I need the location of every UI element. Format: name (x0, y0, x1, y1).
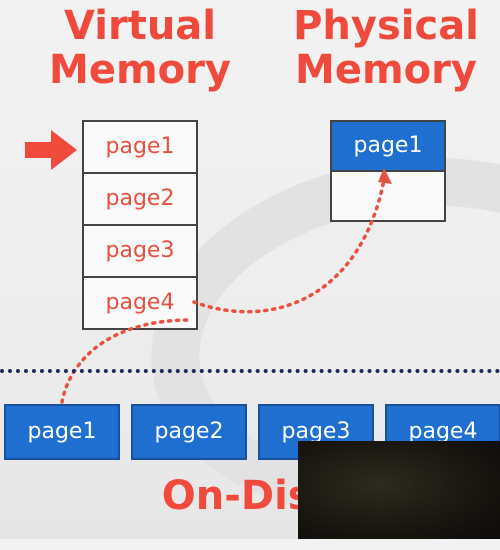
virtual-memory-table: page1 page2 page3 page4 (82, 120, 198, 330)
virtual-page-1: page1 (84, 122, 196, 174)
dotted-path-vm-to-pm (192, 178, 386, 314)
physical-memory-title-line2: Memory (295, 47, 477, 93)
video-overlay (298, 441, 500, 539)
virtual-memory-title-line2: Memory (49, 47, 231, 93)
physical-memory-title: Physical Memory (286, 4, 486, 92)
disk-page-1: page1 (4, 404, 120, 460)
virtual-memory-title-line1: Virtual (64, 3, 216, 49)
path-arrowhead-pm (378, 168, 392, 184)
disk-page-2: page2 (131, 404, 247, 460)
memory-disk-separator (0, 369, 500, 373)
physical-slot-1: page1 (332, 122, 444, 172)
physical-memory-title-line1: Physical (293, 3, 479, 49)
physical-memory-table: page1 (330, 120, 446, 222)
virtual-memory-title: Virtual Memory (40, 4, 240, 92)
virtual-page-3: page3 (84, 226, 196, 278)
dotted-path-disk-to-vm (60, 318, 192, 404)
arrow-right-icon (25, 130, 77, 170)
virtual-page-4: page4 (105, 290, 175, 315)
virtual-page-2: page2 (84, 174, 196, 226)
